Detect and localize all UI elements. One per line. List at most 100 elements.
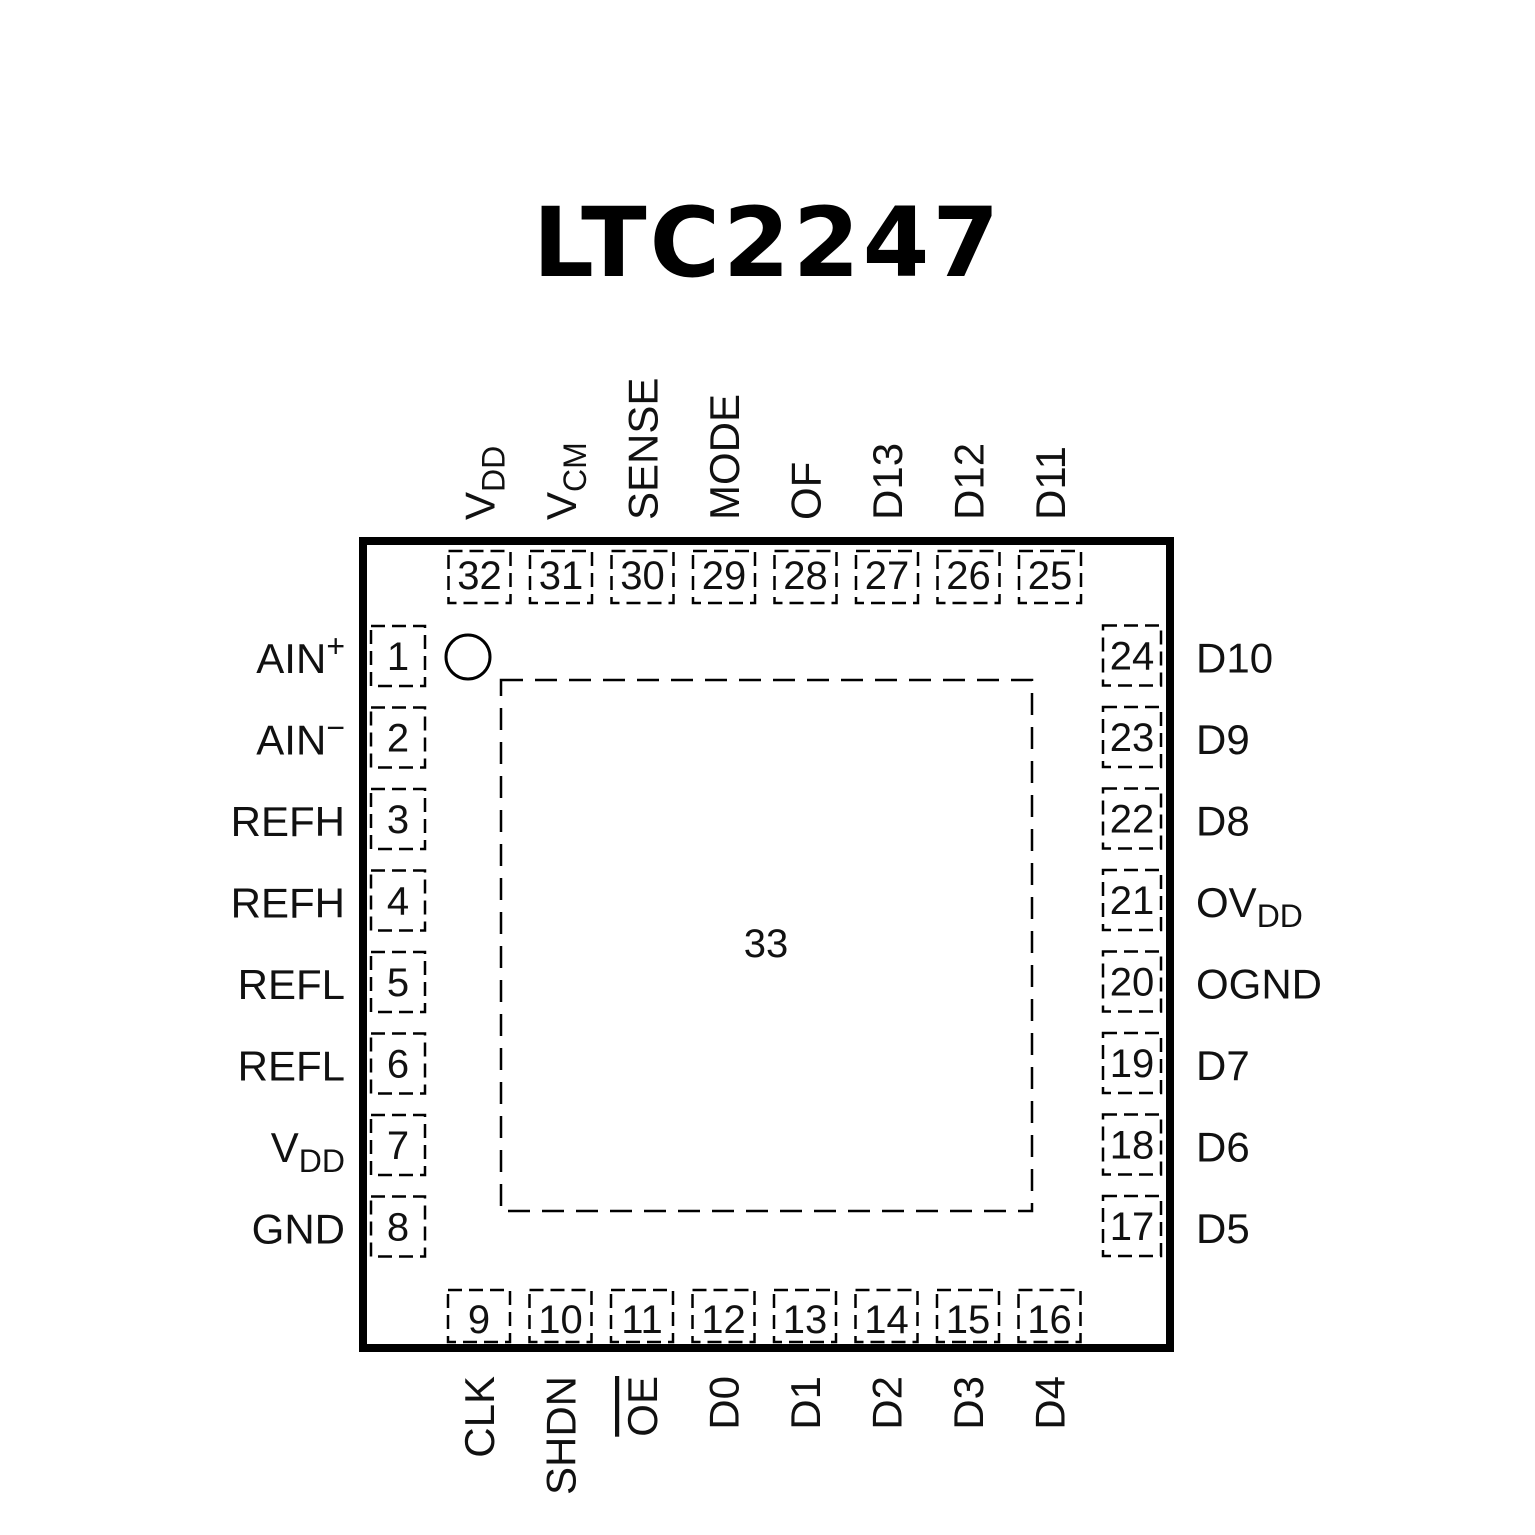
pin-pad-32 [447, 549, 512, 605]
exposed-pad-label: 33 [744, 922, 789, 966]
pin-number-4: 4 [387, 880, 409, 924]
pin-pad-31 [528, 549, 594, 605]
pin-label-6: REFL [238, 1043, 345, 1090]
pin-number-17: 17 [1110, 1205, 1155, 1249]
pin-number-21: 21 [1110, 879, 1155, 923]
pin-label-16: D4 [1027, 1376, 1074, 1430]
pin-label-28: OF [783, 462, 830, 520]
pin-label-7: VDD [271, 1124, 345, 1179]
pin-number-23: 23 [1110, 716, 1155, 760]
pin-pad-1 [369, 624, 427, 688]
pin-pad-19 [1101, 1031, 1163, 1095]
pin-pad-28 [773, 549, 838, 605]
pin-number-30: 30 [620, 554, 665, 598]
pin-pad-11 [609, 1288, 675, 1344]
pin-number-13: 13 [783, 1298, 828, 1342]
pin-pad-24 [1101, 624, 1163, 687]
pin-label-9: CLK [456, 1376, 503, 1458]
pin-number-6: 6 [387, 1043, 409, 1087]
pin-label-23: D9 [1196, 716, 1250, 763]
pin-pad-27 [854, 549, 920, 605]
pin-label-18: D6 [1196, 1124, 1250, 1171]
pin-label-24: D10 [1196, 635, 1273, 682]
pin-pad-2 [369, 706, 427, 769]
pin-pad-16 [1017, 1288, 1082, 1344]
pin-number-26: 26 [946, 554, 991, 598]
pin-label-29: MODE [701, 394, 748, 520]
pin-pad-8 [369, 1195, 427, 1258]
exposed-pad-outline [499, 678, 1034, 1213]
pin-number-9: 9 [468, 1298, 490, 1342]
pin-number-28: 28 [783, 554, 828, 598]
pin-number-7: 7 [387, 1124, 409, 1168]
pin-pad-7 [369, 1113, 427, 1177]
pin-pad-25 [1017, 549, 1083, 605]
pin-label-5: REFL [238, 961, 345, 1008]
pin-number-25: 25 [1028, 554, 1073, 598]
pin-number-16: 16 [1027, 1298, 1072, 1342]
pin-label-22: D8 [1196, 798, 1250, 845]
pin-number-10: 10 [538, 1298, 583, 1342]
pin-pad-18 [1101, 1113, 1163, 1176]
pin-label-12: D0 [701, 1376, 748, 1430]
pin-number-8: 8 [387, 1206, 409, 1250]
pin-label-20: OGND [1196, 961, 1322, 1008]
pin-number-11: 11 [621, 1298, 663, 1342]
pin-pad-30 [610, 549, 675, 605]
pin-pad-5 [369, 950, 427, 1014]
pin-label-3: REFH [231, 798, 345, 845]
pin-pad-20 [1101, 950, 1163, 1013]
pin-label-21: OVDD [1196, 879, 1303, 934]
pin-pad-23 [1101, 705, 1163, 769]
pin-pad-10 [528, 1288, 593, 1344]
pin-number-12: 12 [701, 1298, 746, 1342]
pin1-marker-icon [444, 633, 492, 681]
pin-pad-3 [369, 787, 427, 851]
pin-label-4: REFH [231, 880, 345, 927]
pin-number-32: 32 [457, 554, 502, 598]
pin-number-29: 29 [702, 554, 747, 598]
pin-number-19: 19 [1110, 1042, 1155, 1086]
pin-number-1: 1 [387, 635, 409, 679]
pin-number-27: 27 [865, 554, 910, 598]
pin-number-15: 15 [946, 1298, 991, 1342]
pin-label-27: D13 [864, 443, 911, 520]
package-outline [359, 537, 1174, 1352]
pin-label-15: D3 [945, 1376, 992, 1430]
pin-label-2: AIN− [256, 710, 345, 764]
pin-pad-17 [1101, 1194, 1163, 1258]
pin-label-31: VCM [538, 442, 593, 520]
pin-label-1: AIN+ [256, 628, 345, 682]
pin-pad-13 [772, 1288, 838, 1344]
pin-pad-12 [691, 1288, 756, 1344]
pin-pad-29 [691, 549, 757, 605]
pin-label-8: GND [252, 1206, 345, 1253]
pin-number-20: 20 [1110, 961, 1155, 1005]
pin-label-30: SENSE [620, 378, 667, 520]
pin-number-18: 18 [1110, 1124, 1155, 1168]
pin-pad-6 [369, 1032, 427, 1095]
pin-label-11: OE [619, 1376, 666, 1437]
pin-number-24: 24 [1110, 635, 1155, 679]
pin-label-13: D1 [782, 1376, 829, 1430]
pin-pad-21 [1101, 868, 1163, 932]
pin-number-5: 5 [387, 961, 409, 1005]
pin-pad-15 [935, 1288, 1001, 1344]
pin-number-31: 31 [539, 554, 584, 598]
pin-label-17: D5 [1196, 1205, 1250, 1252]
pin-number-2: 2 [387, 717, 409, 761]
pin-pad-9 [446, 1288, 512, 1344]
pin-label-25: D11 [1027, 446, 1074, 520]
chip-title: LTC2247 [532, 187, 1003, 299]
pin-pad-26 [936, 549, 1001, 605]
pin-label-32: VDD [457, 446, 512, 520]
pin-pad-4 [369, 869, 427, 932]
pin-label-14: D2 [864, 1376, 911, 1430]
pin-number-3: 3 [387, 798, 409, 842]
pin-label-10: SHDN [538, 1376, 585, 1495]
pin-number-22: 22 [1110, 798, 1155, 842]
pin-label-19: D7 [1196, 1042, 1250, 1089]
